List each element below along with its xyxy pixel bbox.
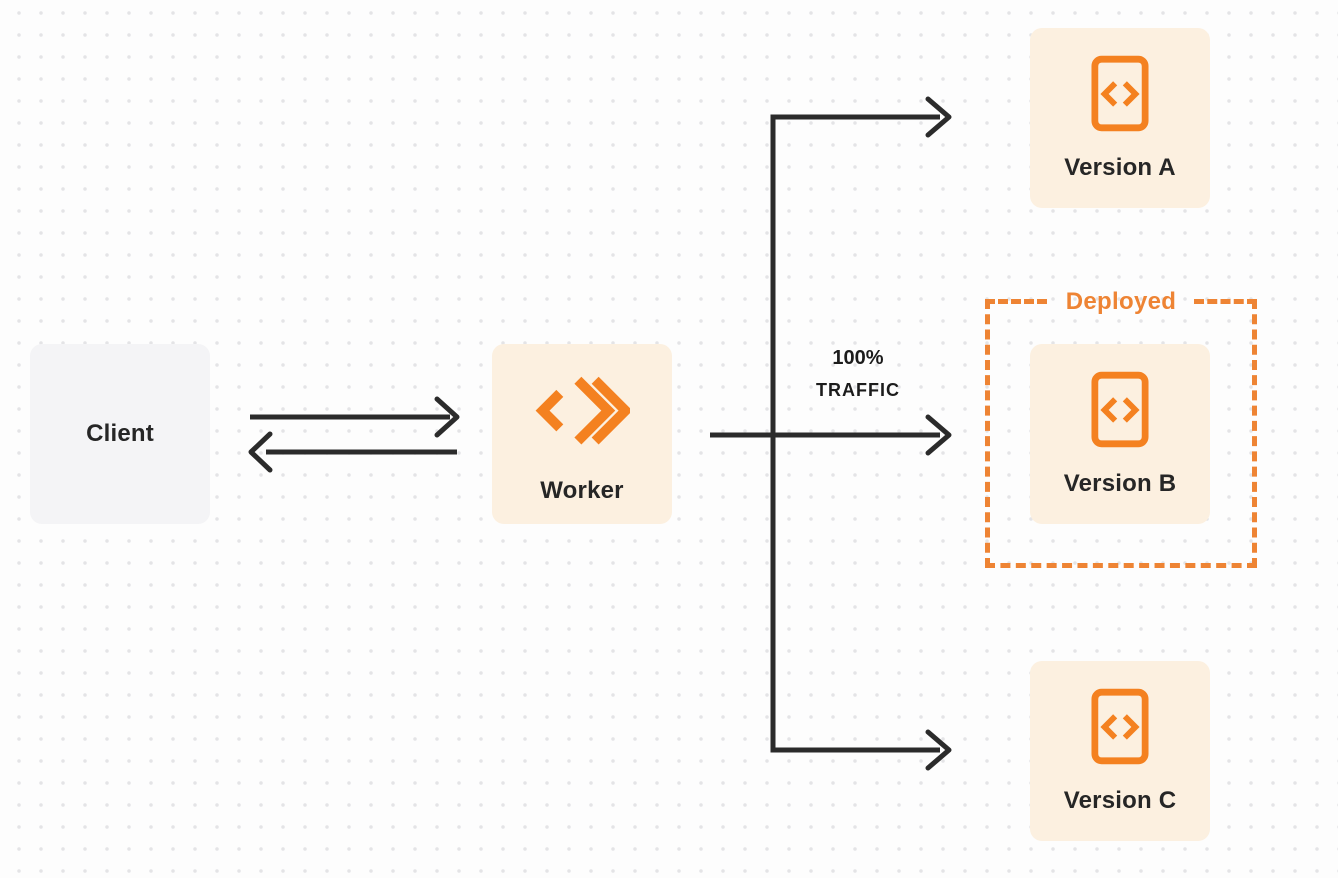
version-b-label: Version B <box>1063 469 1177 497</box>
deployed-label: Deployed <box>1065 288 1177 315</box>
version-c-node: Version C <box>1030 661 1210 841</box>
code-document-icon <box>1091 55 1149 132</box>
branch-trunk <box>770 114 940 753</box>
code-document-icon <box>1091 371 1149 448</box>
cloudflare-workers-icon <box>534 363 633 455</box>
arrowhead-version-b-icon <box>925 414 952 456</box>
traffic-label: 100% TRAFFIC <box>788 348 928 399</box>
arrowhead-version-c-icon <box>925 729 952 771</box>
client-node: Client <box>30 344 210 524</box>
arrowhead-left-icon <box>248 431 273 473</box>
traffic-word: TRAFFIC <box>816 380 900 400</box>
version-a-label: Version A <box>1064 153 1176 181</box>
deployed-border-segment <box>985 299 1047 304</box>
deployed-region <box>985 299 1257 568</box>
version-a-node: Version A <box>1030 28 1210 208</box>
arrowhead-right-icon <box>434 396 460 438</box>
deployed-border-segment <box>1194 299 1257 304</box>
arrowhead-version-a-icon <box>925 96 952 138</box>
worker-node: Worker <box>492 344 672 524</box>
version-c-label: Version C <box>1063 786 1177 814</box>
code-document-icon <box>1091 688 1149 765</box>
worker-label: Worker <box>540 477 624 504</box>
client-label: Client <box>86 420 154 447</box>
traffic-percent: 100% <box>832 347 884 369</box>
version-b-node: Version B <box>1030 344 1210 524</box>
